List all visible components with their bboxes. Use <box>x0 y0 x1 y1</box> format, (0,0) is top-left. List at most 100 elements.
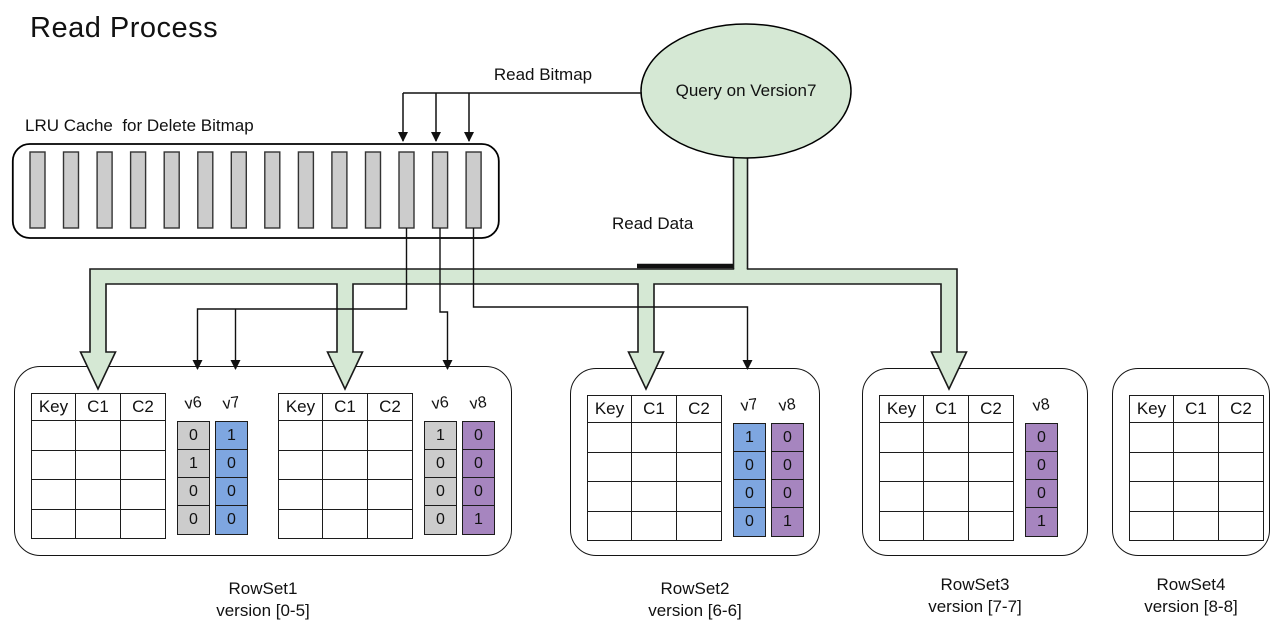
rowset2-name: RowSet2 <box>660 579 730 598</box>
empty-cell <box>676 481 722 512</box>
bitmap-version-label: v6 <box>430 393 450 414</box>
lru-slot <box>465 151 482 229</box>
bitmap-bit-cell: 0 <box>424 505 457 535</box>
empty-cell <box>968 451 1014 482</box>
empty-cell <box>75 449 121 480</box>
empty-cell <box>879 422 924 453</box>
empty-cell <box>1129 481 1174 512</box>
lru-slot <box>96 151 113 229</box>
empty-cell <box>879 451 924 482</box>
empty-cell <box>120 508 166 539</box>
column-header: C2 <box>1218 395 1264 423</box>
table-row <box>1129 451 1264 482</box>
table-row <box>879 481 1014 512</box>
column-header: Key <box>31 393 76 421</box>
rowset2-version: version [6-6] <box>648 601 742 620</box>
empty-cell <box>322 479 368 510</box>
cache-to-v6-connector <box>439 228 453 370</box>
query-pipe-border <box>732 156 749 269</box>
empty-cell <box>278 449 323 480</box>
rowset3-caption: RowSet3 version [7-7] <box>862 574 1088 618</box>
empty-cell <box>31 449 76 480</box>
lru-slots <box>29 151 482 229</box>
empty-cell <box>1129 510 1174 541</box>
rowset3-version: version [7-7] <box>928 597 1022 616</box>
table-row <box>879 451 1014 482</box>
read-bitmap-label: Read Bitmap <box>493 65 593 84</box>
cache-to-rowset2-v7-connector <box>472 228 753 370</box>
empty-cell <box>1173 481 1219 512</box>
page-title: Read Process <box>30 12 219 44</box>
rowset4-caption: RowSet4 version [8-8] <box>1112 574 1270 618</box>
bitmap-bit-cell: 0 <box>215 477 248 507</box>
column-header: C2 <box>120 393 166 421</box>
column-header: Key <box>278 393 323 421</box>
column-header: Key <box>1129 395 1174 423</box>
table-row <box>278 449 413 480</box>
bitmap-bit-cell: 0 <box>733 507 766 537</box>
bitmap-bit-cell: 0 <box>424 477 457 507</box>
table-row <box>587 481 722 512</box>
empty-cell <box>75 420 121 451</box>
bitmap-version-label: v7 <box>739 395 759 416</box>
bitmap-bit-cell: 1 <box>215 421 248 451</box>
empty-cell <box>879 481 924 512</box>
empty-cell <box>367 420 413 451</box>
empty-cell <box>1129 422 1174 453</box>
empty-cell <box>676 451 722 482</box>
bitmap-bit-cell: 1 <box>424 421 457 451</box>
bitmap-bit-cell: 0 <box>733 479 766 509</box>
lru-slot <box>431 151 449 229</box>
empty-cell <box>1173 422 1219 453</box>
bitmap-bit-cell: 0 <box>1025 479 1058 509</box>
bitmap-bit-cell: 0 <box>771 451 804 481</box>
empty-cell <box>367 479 413 510</box>
table-row <box>31 420 166 451</box>
bitmap-bit-cell: 0 <box>177 477 210 507</box>
lru-slot <box>29 151 46 229</box>
column-header: C1 <box>1173 395 1219 423</box>
lru-slot <box>331 151 348 229</box>
lru-cache-box <box>11 143 500 239</box>
empty-cell <box>322 420 368 451</box>
bitmap-bit-cell: 0 <box>733 451 766 481</box>
empty-cell <box>631 422 677 453</box>
table-row <box>587 451 722 482</box>
table-row <box>278 420 413 451</box>
bitmap-bit-cell: 0 <box>462 421 495 451</box>
empty-cell <box>75 508 121 539</box>
empty-cell <box>676 510 722 541</box>
lru-slot <box>364 151 382 229</box>
empty-cell <box>587 481 632 512</box>
empty-cell <box>631 510 677 541</box>
column-header: C2 <box>676 395 722 423</box>
lru-slot <box>62 151 80 229</box>
column-header: C2 <box>367 393 413 421</box>
column-header: Key <box>587 395 632 423</box>
empty-cell <box>923 481 969 512</box>
bitmap-version-label: v8 <box>468 393 488 414</box>
bitmap-bit-cell: 0 <box>177 421 210 451</box>
bitmap-bit-cell: 0 <box>1025 423 1058 453</box>
empty-cell <box>31 508 76 539</box>
empty-cell <box>587 510 632 541</box>
bitmap-bit-cell: 1 <box>177 449 210 479</box>
column-header: Key <box>879 395 924 423</box>
cache-to-v6-v7-connector <box>192 228 408 370</box>
empty-cell <box>923 422 969 453</box>
empty-cell <box>120 449 166 480</box>
